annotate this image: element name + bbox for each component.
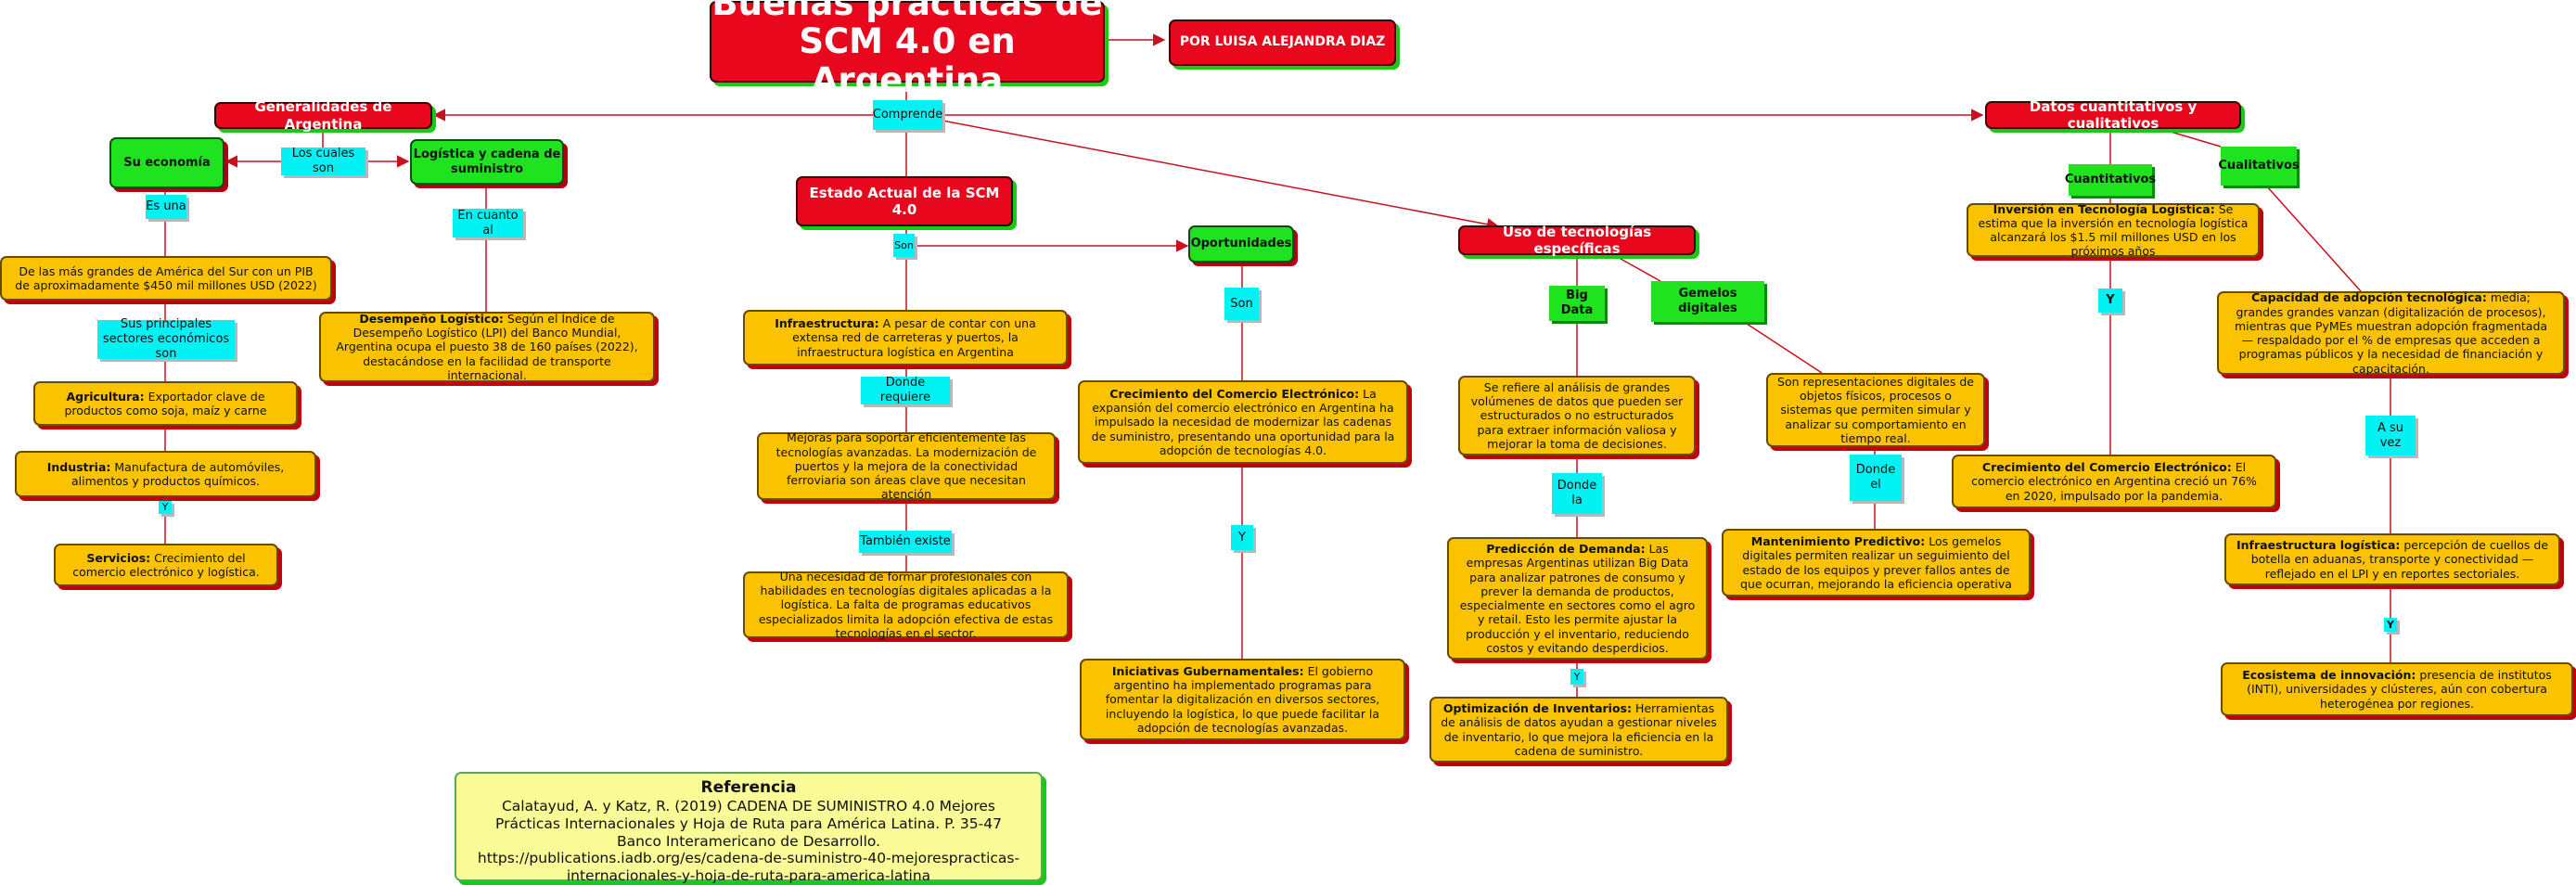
- industria-text: Manufactura de automóviles, alimentos y …: [71, 459, 285, 488]
- su-economia-node: Su economía: [109, 137, 224, 188]
- crecimiento-text: El comercio electrónico en Argentina cre…: [1971, 460, 2257, 503]
- capacidad-label: Capacidad de adopción tecnológica:: [2250, 290, 2487, 305]
- comercio-text: La expansión del comercio electrónico en…: [1091, 386, 1395, 457]
- reference-title: Referencia: [700, 778, 797, 797]
- tecnologias-heading: Uso de tecnologías específicas: [1458, 224, 1696, 257]
- infraestructura-label: Infraestructura:: [775, 316, 879, 331]
- desempeno-node: Desempeño Logístico: Según el Índice de …: [319, 312, 655, 382]
- industria-label: Industria:: [46, 459, 111, 474]
- infra-logistica-node: Infraestructura logística: percepción de…: [2224, 533, 2560, 585]
- connector-donde-el: Donde el: [1850, 455, 1902, 501]
- mantenimiento-text: Los gemelos digitales permiten realizar …: [1740, 534, 2012, 591]
- ecosistema-label: Ecosistema de innovación:: [2242, 668, 2416, 683]
- servicios-text: Crecimiento del comercio electrónico y l…: [72, 550, 260, 579]
- reference-line-2: Prácticas Internacionales y Hoja de Ruta…: [495, 814, 1002, 832]
- gemelos-node: Gemelos digitales: [1651, 281, 1764, 322]
- connector-tambien-existe: También existe: [859, 531, 952, 553]
- prediccion-text: Las empresas Argentinas utilizan Big Dat…: [1459, 542, 1696, 655]
- industria-node: Industria: Manufactura de automóviles, a…: [15, 451, 316, 497]
- inversion-label: Inversión en Tecnología Logística:: [1993, 201, 2215, 216]
- connector-donde-la: Donde la: [1552, 473, 1602, 514]
- cualitativos-node: Cualitativos: [2218, 147, 2300, 186]
- capacidad-text: media; grandes grandes vanzan (digitaliz…: [2234, 290, 2548, 376]
- capacidad-node: Capacidad de adopción tecnológica: media…: [2217, 290, 2565, 376]
- prediccion-label: Predicción de Demanda:: [1486, 542, 1646, 556]
- infraestructura-node: Infraestructura: A pesar de contar con u…: [743, 310, 1068, 366]
- mantenimiento-node: Mantenimiento Predictivo: Los gemelos di…: [1722, 529, 2031, 596]
- servicios-node: Servicios: Crecimiento del comercio elec…: [54, 544, 278, 586]
- pib-node: De las más grandes de América del Sur co…: [0, 256, 332, 301]
- iniciativas-node: Iniciativas Gubernamentales: El gobierno…: [1080, 659, 1405, 740]
- connector-sectores: Sus principales sectores económicos son: [97, 317, 235, 361]
- reference-line-5: internacionales-y-hoja-de-ruta-para-amer…: [566, 867, 931, 885]
- connector-cuales-son: Los cuales son: [281, 147, 365, 175]
- desempeno-text: Según el Índice de Desempeño Logístico (…: [336, 311, 638, 382]
- agricultura-label: Agricultura:: [66, 389, 145, 404]
- connector-en-cuanto-al: En cuanto al: [453, 209, 523, 237]
- connector-es-una: Es una: [146, 195, 186, 219]
- comercio-node: Crecimiento del Comercio Electrónico: La…: [1078, 380, 1408, 464]
- prediccion-node: Predicción de Demanda: Las empresas Arge…: [1447, 537, 1708, 660]
- servicios-label: Servicios:: [86, 550, 151, 565]
- reference-line-4: https://publications.iadb.org/es/cadena-…: [477, 850, 1020, 867]
- ecosistema-node: Ecosistema de innovación: presencia de i…: [2221, 662, 2573, 716]
- optimizacion-text: Herramientas de análisis de datos ayudan…: [1441, 701, 1717, 758]
- agricultura-node: Agricultura: Exportador clave de product…: [33, 381, 298, 426]
- gemelos-definition-node: Son representaciones digitales de objeto…: [1766, 373, 1985, 447]
- reference-line-3: Banco Interamericano de Desarrollo.: [616, 832, 881, 850]
- mejoras-node: Mejoras para soportar eficientemente las…: [757, 430, 1056, 501]
- oportunidades-node: Oportunidades: [1188, 225, 1294, 263]
- connector-estado-y: Y: [1231, 525, 1253, 550]
- connector-donde-requiere: Donde requiere: [861, 376, 950, 404]
- page-title: Buenas prácticas de SCM 4.0 en Argentina: [710, 0, 1105, 99]
- desempeno-label: Desempeño Logístico:: [359, 311, 504, 326]
- iniciativas-label: Iniciativas Gubernamentales:: [1111, 663, 1304, 678]
- comercio-label: Crecimiento del Comercio Electrónico:: [1109, 386, 1360, 401]
- connector-datos-y: Y: [2098, 289, 2122, 313]
- connector-estado-son: Son: [893, 234, 915, 257]
- connector-tec-y: Y: [1570, 669, 1583, 685]
- inversion-node: Inversión en Tecnología Logística: Se es…: [1967, 201, 2260, 259]
- optimizacion-node: Optimización de Inventarios: Herramienta…: [1429, 697, 1728, 763]
- reference-box: Referencia Calatayud, A. y Katz, R. (201…: [455, 772, 1043, 884]
- connector-a-su-vez: A su vez: [2365, 416, 2416, 455]
- bigdata-definition-node: Se refiere al análisis de grandes volúme…: [1458, 376, 1696, 455]
- formacion-node: Una necesidad de formar profesionales co…: [743, 570, 1069, 640]
- connector-comprende: Comprende: [873, 100, 942, 130]
- logistica-node: Logística y cadena de suministro: [410, 139, 564, 185]
- reference-line-1: Calatayud, A. y Katz, R. (2019) CADENA D…: [501, 797, 996, 814]
- agricultura-text: Exportador clave de productos como soja,…: [64, 389, 267, 417]
- estado-heading: Estado Actual de la SCM 4.0: [796, 176, 1013, 226]
- iniciativas-text: El gobierno argentino ha implementado pr…: [1105, 663, 1380, 735]
- ecosistema-text: presencia de institutos (INTI), universi…: [2247, 668, 2552, 711]
- cuantitativos-node: Cuantitativos: [2065, 164, 2156, 196]
- mantenimiento-label: Mantenimiento Predictivo:: [1750, 534, 1926, 548]
- inversion-text: Se estima que la inversión en tecnología…: [1978, 201, 2249, 259]
- optimizacion-label: Optimización de Inventarios:: [1442, 701, 1632, 715]
- generalidades-heading: Generalidades de Argentina: [214, 98, 432, 133]
- infraestructura-text: A pesar de contar con una extensa red de…: [792, 316, 1036, 359]
- infra-logistica-text: percepción de cuellos de botella en adua…: [2250, 538, 2549, 581]
- crecimiento-node: Crecimiento del Comercio Electrónico: El…: [1952, 455, 2276, 508]
- big-data-node: Big Data: [1549, 286, 1605, 321]
- connector-y-general: Y: [159, 501, 172, 514]
- crecimiento-label: Crecimiento del Comercio Electrónico:: [1981, 460, 2232, 475]
- datos-heading: Datos cuantitativos y cualitativos: [1985, 98, 2241, 132]
- connector-op-son: Son: [1224, 288, 1259, 320]
- infra-logistica-label: Infraestructura logística:: [2236, 538, 2401, 553]
- author-badge: POR LUISA ALEJANDRA DIAZ: [1169, 19, 1396, 66]
- connector-datos-y2: Y: [2384, 618, 2397, 632]
